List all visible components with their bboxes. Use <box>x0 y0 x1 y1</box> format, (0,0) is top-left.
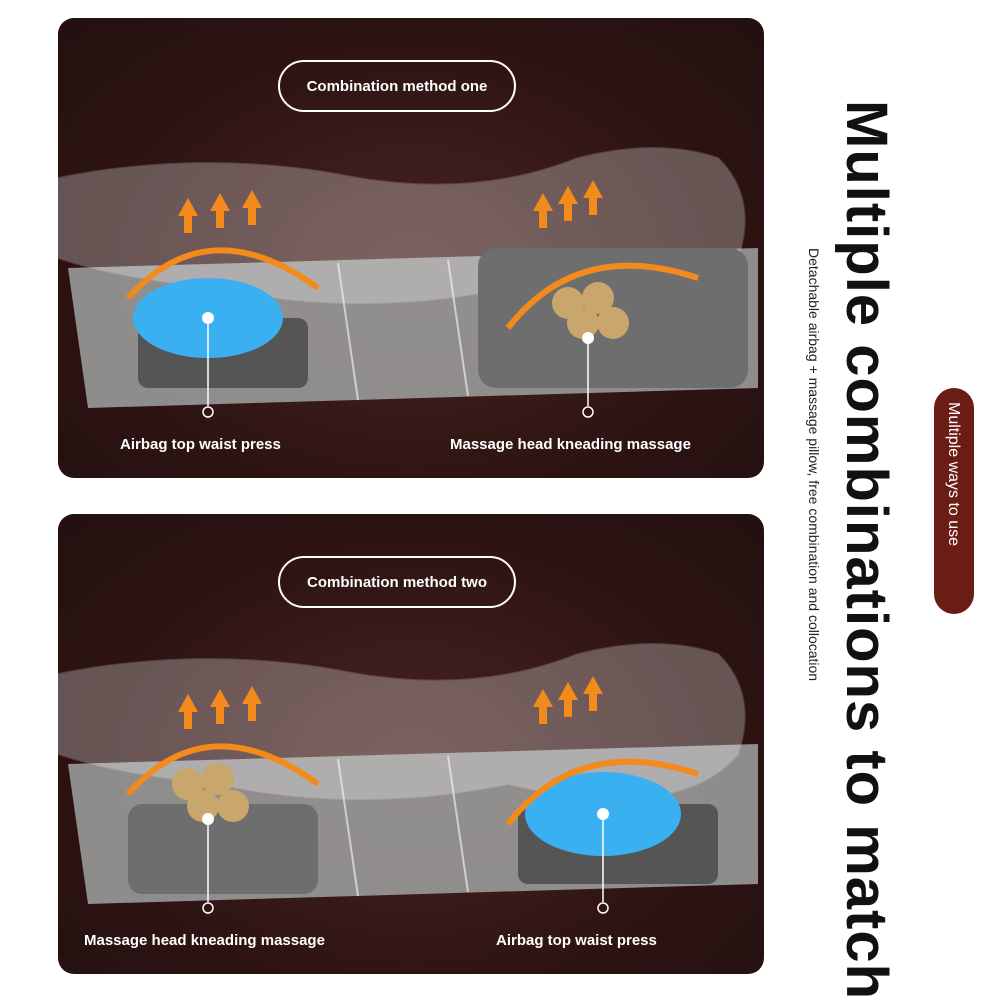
combination-panel-two: Combination method two Massage head knea… <box>58 514 764 974</box>
left-feature-label: Airbag top waist press <box>120 436 281 453</box>
side-title-wrap: Multiple combinations to match <box>830 100 900 1000</box>
combination-panel-one: Combination method one <box>58 18 764 478</box>
right-feature-label: Massage head kneading massage <box>450 436 691 453</box>
curved-arrow-right <box>505 758 699 826</box>
right-feature-label: Airbag top waist press <box>496 932 657 949</box>
curved-arrow-right <box>505 262 699 330</box>
side-subtitle: Detachable airbag + massage pillow, free… <box>806 248 822 682</box>
massage-illustration <box>58 147 758 418</box>
left-feature-label: Massage head kneading massage <box>84 932 325 949</box>
curved-arrow-left <box>125 247 320 300</box>
combination-heading: Combination method two <box>278 556 516 608</box>
combination-heading: Combination method one <box>278 60 516 112</box>
curved-arrow-left <box>125 743 320 796</box>
side-title: Multiple combinations to match <box>834 100 899 1000</box>
usage-badge-text: Multiple ways to use <box>945 402 962 547</box>
heat-arrows <box>178 180 603 233</box>
heat-arrows <box>178 676 603 729</box>
massage-pillow <box>128 804 318 894</box>
massage-illustration <box>58 643 758 914</box>
usage-badge: Multiple ways to use <box>934 388 974 614</box>
massage-head-nodes <box>552 282 629 339</box>
body-silhouette <box>58 643 746 800</box>
massage-head-nodes <box>172 763 249 822</box>
